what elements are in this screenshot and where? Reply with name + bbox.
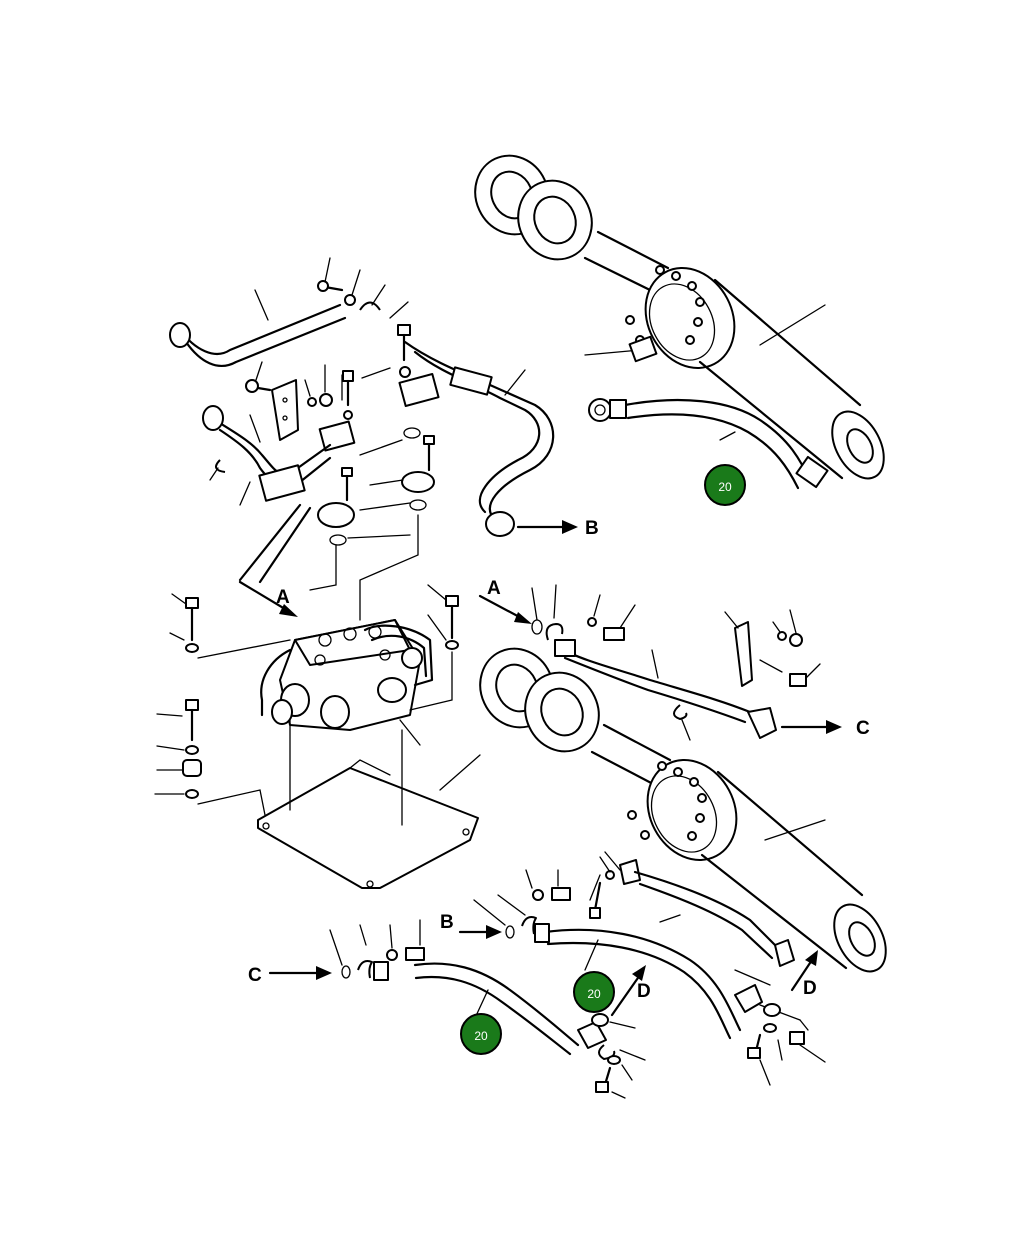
badge-label: 20 [474,1029,488,1043]
callout-a-upper: A [276,587,290,608]
lower-hydraulic-cylinder [479,647,887,973]
callout-b-upper: B [585,518,599,539]
callout-a-middle: A [487,578,501,599]
upper-hose-assembly [588,398,829,490]
callout-b-lower: B [440,912,454,933]
control-valve-assembly [154,584,481,889]
badge-lower-left-hose[interactable]: 20 [460,1013,502,1055]
callout-d-right: D [803,978,817,999]
badge-upper-hose[interactable]: 20 [704,464,746,506]
badge-circle [573,971,615,1013]
badge-label: 20 [587,987,601,1001]
left-bracket-cluster [202,361,435,621]
callout-c-right: C [856,718,870,739]
badge-label: 20 [718,480,732,494]
lower-hose-assembly-left [268,919,646,1099]
callout-c-lower: C [248,965,262,986]
upper-tube-assembly [169,257,578,537]
upper-hydraulic-cylinder [474,154,885,480]
badge-circle [704,464,746,506]
lower-hose-assembly-right [473,856,826,1086]
badge-circle [460,1013,502,1055]
badge-lower-right-hose[interactable]: 20 [573,971,615,1013]
callout-d-middle: D [637,981,651,1002]
middle-tube-assembly [478,584,842,741]
